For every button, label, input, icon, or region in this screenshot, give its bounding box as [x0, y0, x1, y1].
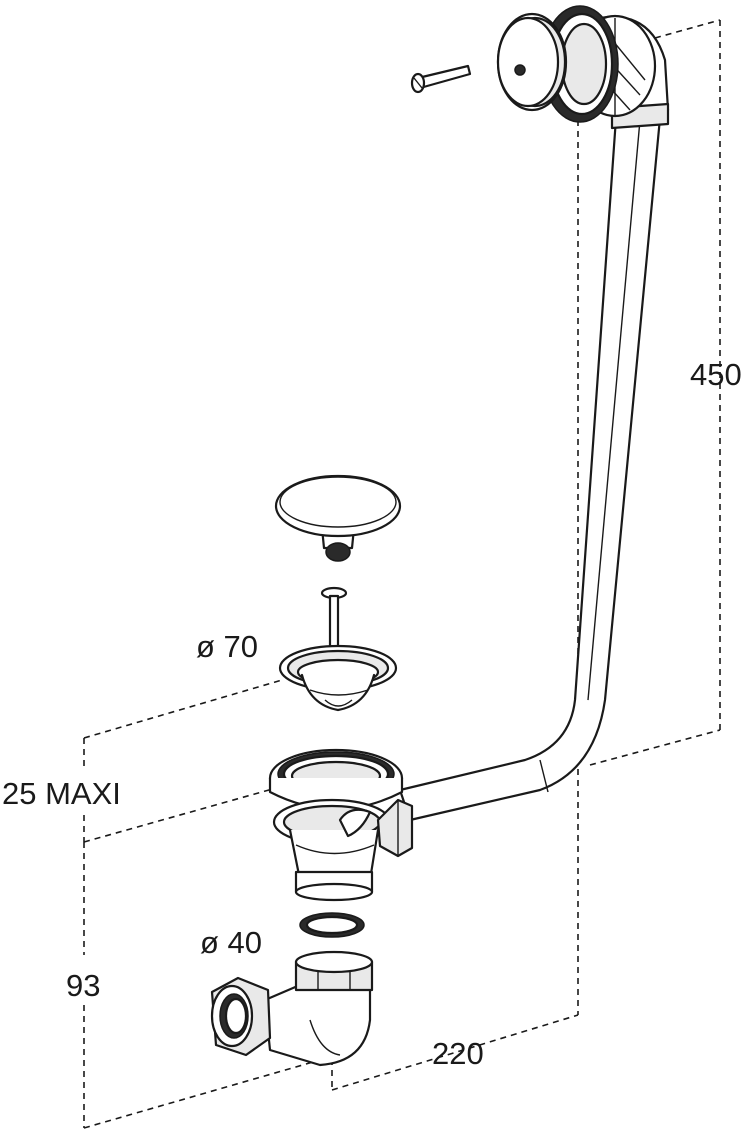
label-220: 220: [432, 1036, 484, 1071]
dim-line-450-bottom-ext: [589, 729, 721, 766]
label-450: 450: [690, 357, 742, 392]
dimension-labels: 450 ø 70 25 MAXI ø 40 93 220: [2, 357, 742, 1071]
overflow-head: [496, 5, 670, 130]
waste-nut-ring: [268, 748, 404, 811]
plug-pin: [320, 586, 348, 652]
label-waste-diameter: ø 70: [196, 629, 258, 664]
dim-line-220: [331, 1014, 579, 1091]
outlet-elbow: [210, 950, 374, 1067]
overflow-screw: [410, 64, 472, 94]
dim-line-450-top-ext: [654, 19, 721, 39]
waste-body: [272, 798, 414, 902]
label-outlet-diameter: ø 40: [200, 925, 262, 960]
dimension-lines: [83, 19, 721, 1129]
dim-line-93-bottom: [83, 1059, 321, 1129]
overflow-screw-hole: [514, 64, 526, 76]
waste-flange: [278, 644, 398, 712]
label-93: 93: [66, 968, 100, 1003]
overflow-pipe: [398, 116, 662, 822]
outlet-washer: [299, 912, 365, 938]
dim-line-25-bottom: [83, 787, 277, 843]
dim-line-25-top: [83, 679, 283, 739]
waste-plug: [274, 474, 402, 562]
label-25-maxi: 25 MAXI: [2, 776, 121, 811]
